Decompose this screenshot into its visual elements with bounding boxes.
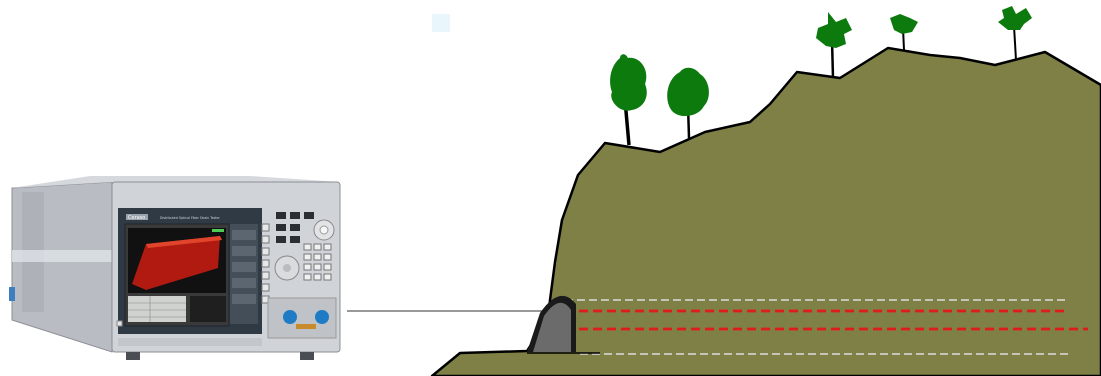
- screen-mini-plot: [190, 296, 226, 322]
- softkey-4: [232, 278, 256, 288]
- fiber-connector: [296, 324, 316, 329]
- softkey-buttons: [262, 224, 269, 303]
- tree-icon: [610, 54, 647, 145]
- knob-icon: [315, 310, 329, 324]
- tree-icon: [998, 6, 1032, 60]
- screen-info-table: [128, 296, 186, 322]
- fiber-strain-analyzer: Ceraso Distributed Optical Fiber Strain …: [9, 176, 340, 360]
- front-bottom-strip: [118, 338, 262, 346]
- faint-marker: [432, 14, 450, 32]
- tunnel-icon: [527, 296, 576, 352]
- analyzer-port: [9, 287, 15, 301]
- tree-icon: [890, 14, 918, 50]
- knob-icon: [283, 310, 297, 324]
- softkey-5: [232, 294, 256, 304]
- analyzer-foot: [126, 352, 140, 360]
- model-label: Distributed Optical Fiber Strain Tester: [160, 216, 220, 220]
- analyzer-handle: [12, 250, 112, 262]
- tree-icon: [816, 12, 852, 78]
- hillside: [432, 48, 1101, 376]
- softkey-3: [232, 262, 256, 272]
- softkey-1: [232, 230, 256, 240]
- screen-indicator: [212, 229, 224, 232]
- softkey-2: [232, 246, 256, 256]
- tree-icon: [667, 68, 709, 138]
- analyzer-foot: [300, 352, 314, 360]
- brand-label: Ceraso: [128, 215, 145, 221]
